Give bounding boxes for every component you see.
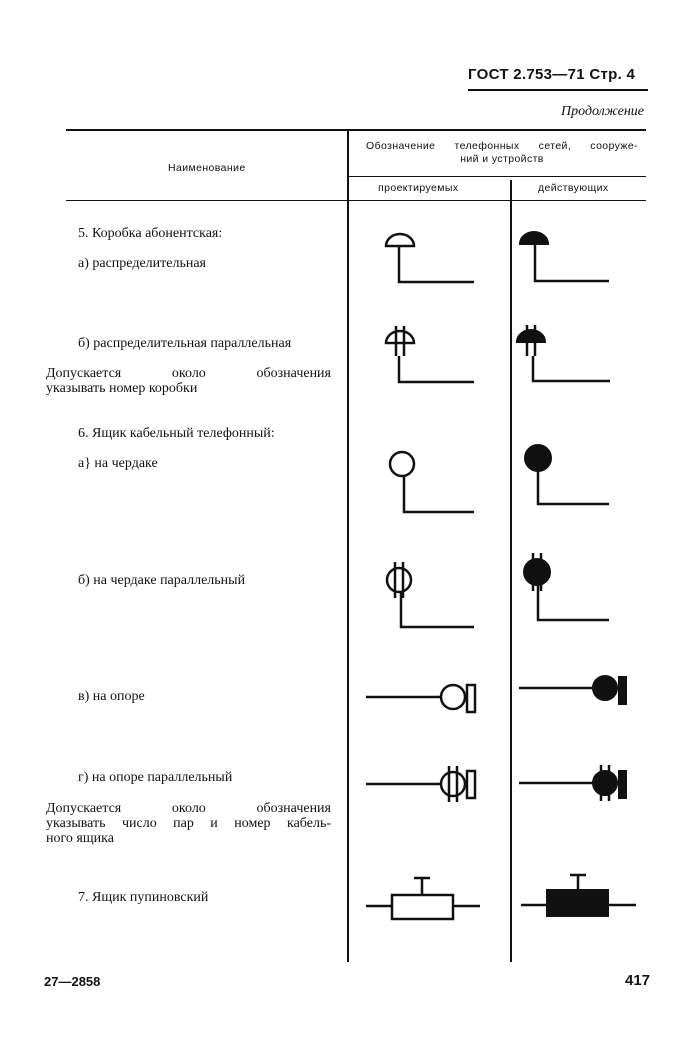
cable-box-pole-designed-icon: [366, 683, 477, 714]
item-5-heading: 5. Коробка абонентская:: [78, 226, 223, 241]
distribution-box-parallel-existing-icon: [515, 325, 610, 383]
cable-box-pole-existing-icon: [519, 675, 627, 705]
item-6v: в) на опоре: [78, 689, 145, 704]
column-header-designation-line1: Обозначение телефонных сетей, сооруже-: [366, 140, 638, 152]
table-divider-status: [510, 180, 512, 962]
item-6-heading: 6. Ящик кабельный телефонный:: [78, 426, 275, 441]
table-divider-name: [347, 130, 349, 962]
cable-box-attic-designed-icon: [388, 450, 474, 514]
item-6b: б) на чердаке параллельный: [78, 573, 246, 588]
column-header-name: Наименование: [168, 162, 246, 174]
item-6g: г) на опоре параллельный: [78, 770, 233, 785]
subheader-rule: [348, 176, 646, 177]
note-6-line1: Допускается около обозначения: [46, 801, 331, 816]
item-7: 7. Ящик пупиновский: [78, 890, 209, 905]
cable-box-attic-existing-icon: [524, 444, 609, 506]
column-header-existing: действующих: [538, 182, 609, 194]
cable-box-pole-parallel-existing-icon: [519, 765, 627, 801]
distribution-box-designed-icon: [384, 232, 474, 284]
item-5a: а) распределительная: [78, 256, 206, 271]
note-5-line1: Допускается около обозначения: [46, 366, 331, 381]
note-6-line3: ного ящика: [46, 831, 114, 846]
cable-box-attic-parallel-existing-icon: [523, 553, 609, 622]
item-5b: б) распределительная параллельная: [78, 336, 292, 351]
item-6a: а} на чердаке: [78, 456, 158, 471]
table-header-bottom-rule: [66, 200, 646, 201]
note-6-line2: указывать число пар и номер кабель-: [46, 816, 331, 831]
cable-box-attic-parallel-designed-icon: [385, 562, 474, 629]
distribution-box-existing-icon: [518, 231, 609, 283]
cable-box-pole-parallel-designed-icon: [366, 766, 477, 802]
page-number: 417: [625, 972, 651, 989]
table-top-rule: [66, 129, 646, 131]
continued-label: Продолжение: [561, 104, 644, 119]
note-5-line2: указывать номер коробки: [46, 381, 198, 396]
distribution-box-parallel-designed-icon: [384, 326, 474, 384]
column-header-designation-line2: ний и устройств: [460, 153, 544, 165]
header-rule: [468, 89, 648, 91]
pupin-box-designed-icon: [366, 876, 480, 921]
document-header: ГОСТ 2.753—71 Стр. 4: [468, 66, 636, 83]
column-header-designed: проектируемых: [378, 182, 459, 194]
footer-code: 27—2858: [44, 974, 101, 989]
pupin-box-existing-icon: [521, 873, 636, 917]
